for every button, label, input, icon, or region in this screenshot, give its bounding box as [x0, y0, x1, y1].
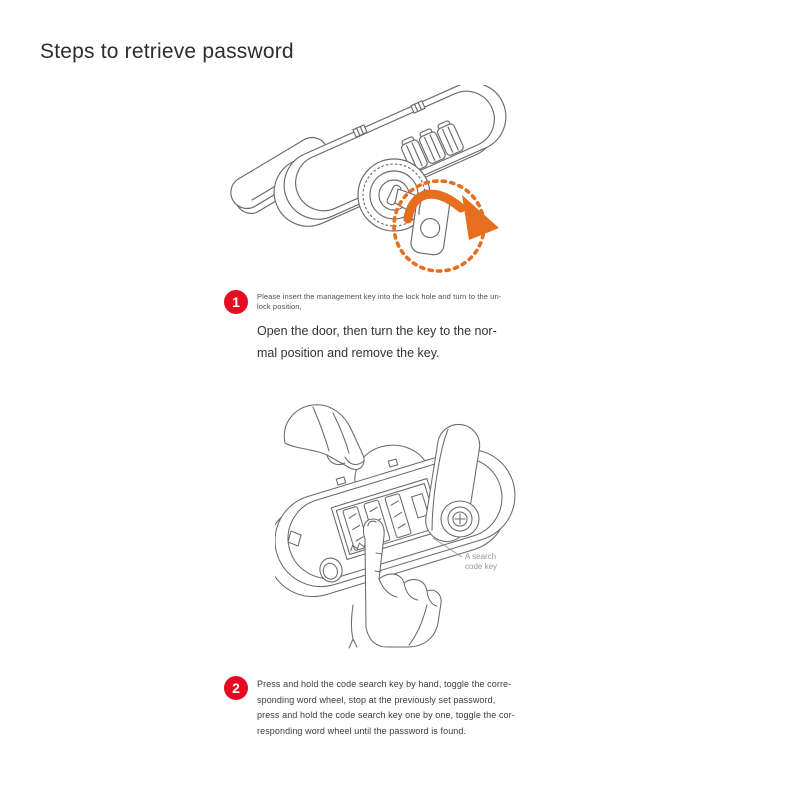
- step-1-note: Please insert the management key into th…: [257, 292, 501, 312]
- holding-hand-icon: [283, 404, 365, 471]
- step-1-note-line: Please insert the management key into th…: [257, 292, 502, 301]
- step-2-instruction-line: Press and hold the code search key by ha…: [257, 679, 512, 689]
- search-code-key-label: A search: [465, 552, 496, 561]
- page-title: Steps to retrieve password: [40, 40, 294, 63]
- management-key-icon: [394, 188, 451, 256]
- pressing-finger-icon: [348, 518, 442, 649]
- search-code-key-icon: [411, 493, 430, 519]
- step-1-note-line: lock position,: [257, 302, 302, 311]
- step-2-instruction-line: sponding word wheel, stop at the previou…: [257, 694, 496, 705]
- screw-hole: [319, 557, 343, 583]
- combination-wheels-icon: [400, 120, 464, 172]
- step-2-instruction-line: responding word wheel until the password…: [257, 726, 467, 737]
- wheel-housing-dome: [354, 444, 426, 483]
- face-clips: [335, 458, 399, 486]
- step-1-instruction-line: Open the door, then turn the key to the …: [257, 324, 497, 338]
- vertical-cam-key-icon: [425, 423, 481, 543]
- step-1-instruction: Open the door, then turn the key to the …: [257, 320, 497, 364]
- step-2-instruction: Press and hold the code search key by ha…: [257, 677, 515, 740]
- step-1-badge: 1: [224, 290, 248, 314]
- label-leader-line: [432, 537, 463, 558]
- step1-illustration: [230, 85, 507, 273]
- vent-marks: [352, 100, 426, 138]
- step2-illustration: A search code key: [275, 404, 516, 649]
- step-2-badge: 2: [224, 676, 248, 700]
- step-1-instruction-line: mal position and remove the key.: [257, 346, 440, 360]
- clockwise-turn-arrow-icon: [403, 189, 499, 240]
- step-2-instruction-line: press and hold the code search key one b…: [257, 710, 515, 721]
- search-code-key-label: code key: [465, 562, 497, 571]
